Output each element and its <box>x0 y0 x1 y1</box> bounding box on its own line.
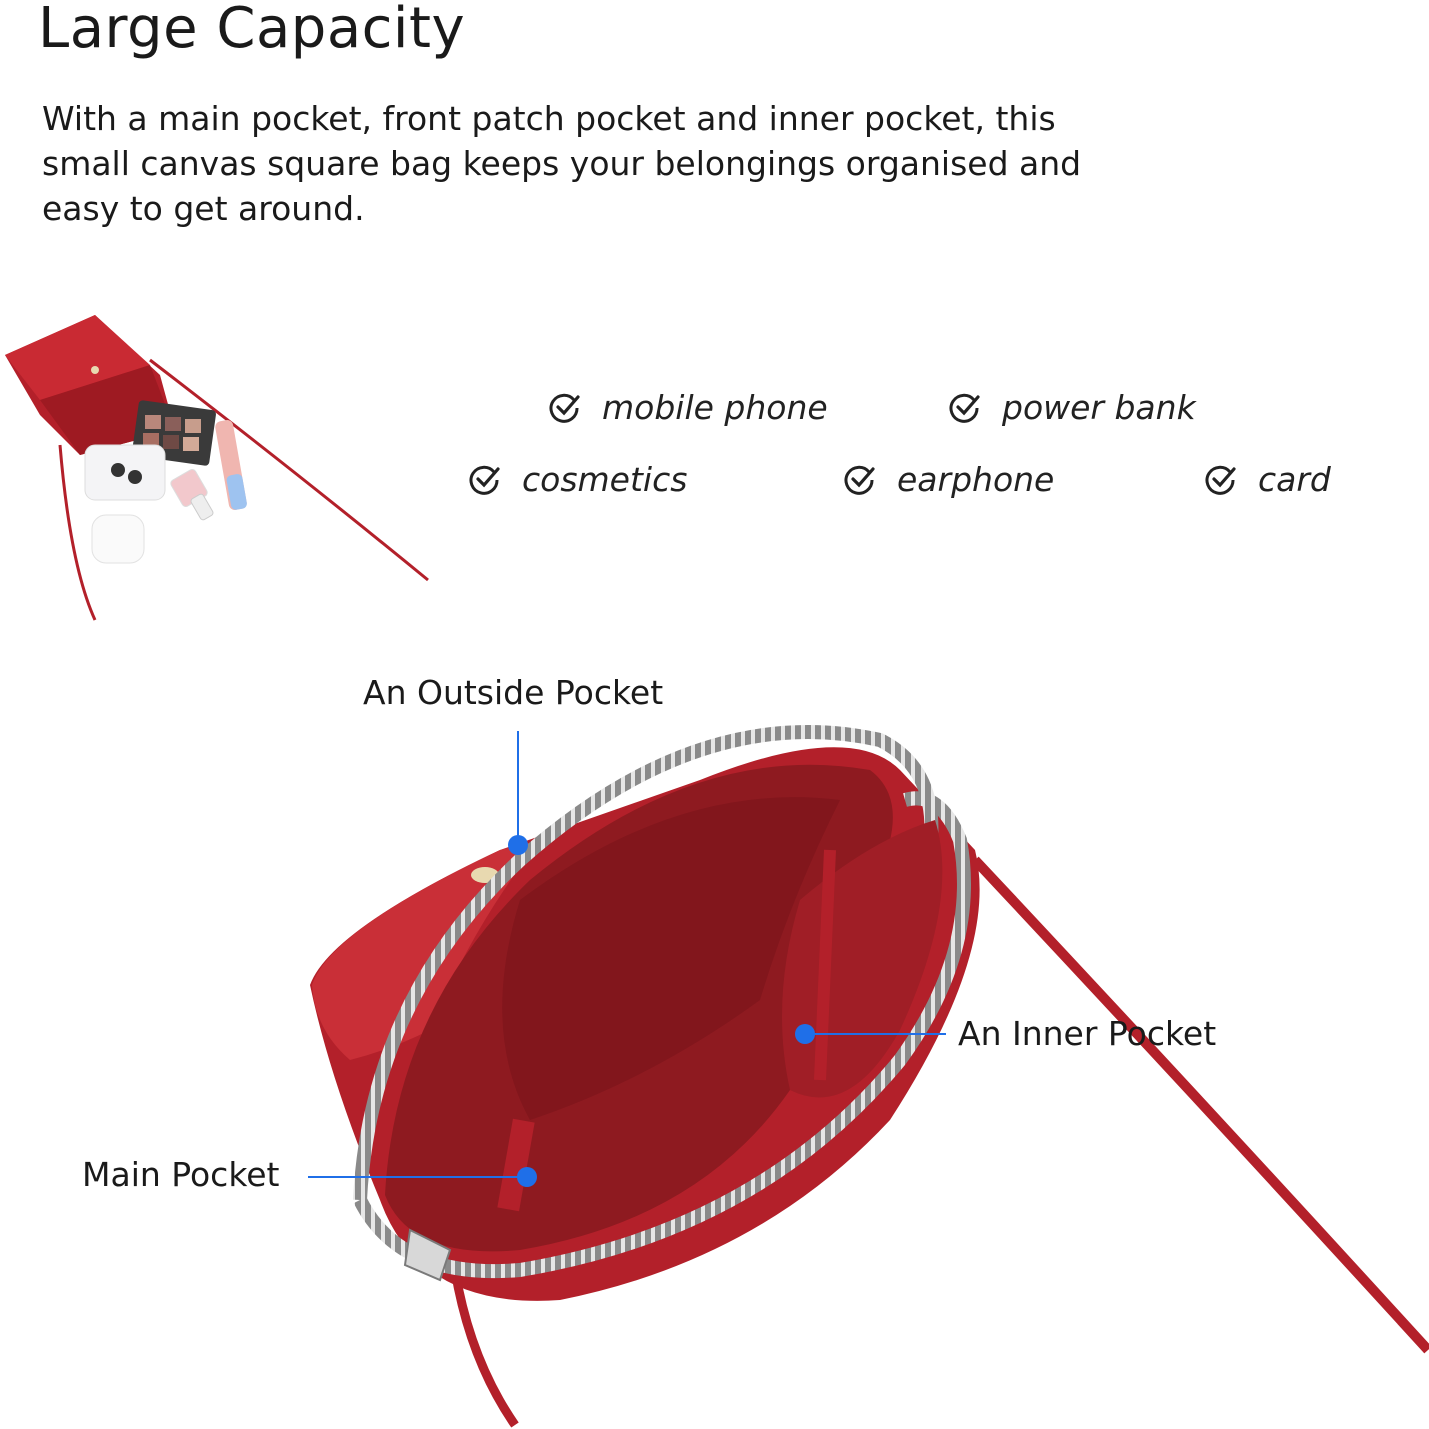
check-circle-icon <box>949 393 980 423</box>
check-circle-icon <box>1205 465 1236 495</box>
feature-card: card <box>1204 460 1331 499</box>
feature-label: earphone <box>897 460 1055 499</box>
callout-main-pocket: Main Pocket <box>82 1155 280 1194</box>
callout-inner-pocket: An Inner Pocket <box>958 1014 1217 1053</box>
open-bag-photo <box>310 725 1429 1428</box>
check-circle-icon <box>549 393 580 423</box>
feature-label: mobile phone <box>602 388 828 427</box>
feature-label: cosmetics <box>522 460 688 499</box>
check-circle-icon <box>469 465 500 495</box>
description: With a main pocket, front patch pocket a… <box>42 99 1082 228</box>
check-circle-icon <box>844 465 875 495</box>
feature-earphone: earphone <box>843 460 1054 499</box>
feature-mobile-phone: mobile phone <box>548 388 828 427</box>
callout-outside-pocket: An Outside Pocket <box>363 673 664 712</box>
bag-contents-photo <box>5 315 429 621</box>
feature-cosmetics: cosmetics <box>468 460 687 499</box>
page-title: Large Capacity <box>38 0 466 61</box>
feature-label: power bank <box>1002 388 1196 427</box>
feature-label: card <box>1258 460 1331 499</box>
feature-power-bank: power bank <box>948 388 1196 427</box>
